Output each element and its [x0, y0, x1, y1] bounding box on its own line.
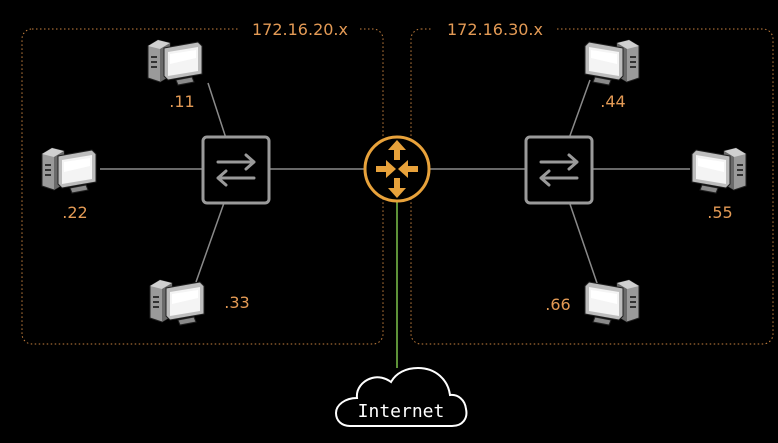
desktop-computer-icon — [147, 39, 203, 86]
host-label-33: .33 — [224, 293, 249, 312]
switch-icon — [524, 135, 594, 205]
subnet-label-right: 172.16.30.x — [447, 20, 543, 39]
host-33[interactable] — [149, 279, 205, 326]
desktop-computer-icon — [585, 280, 639, 325]
desktop-computer-icon — [585, 40, 639, 85]
router[interactable] — [363, 135, 431, 203]
switch-left[interactable] — [201, 135, 271, 205]
desktop-computer-icon — [41, 147, 97, 194]
host-55[interactable] — [692, 148, 746, 193]
desktop-computer-icon — [149, 279, 205, 326]
host-label-11: .11 — [169, 92, 194, 111]
host-label-22: .22 — [62, 203, 87, 222]
desktop-computer-icon — [692, 148, 746, 193]
subnet-label-left: 172.16.20.x — [252, 20, 348, 39]
host-44[interactable] — [585, 40, 639, 85]
host-label-55: .55 — [707, 203, 732, 222]
cloud-icon — [334, 366, 468, 427]
switch-right[interactable] — [524, 135, 594, 205]
router-icon — [363, 135, 431, 203]
host-label-44: .44 — [600, 92, 625, 111]
host-22[interactable] — [41, 147, 97, 194]
internet-cloud[interactable]: Internet — [334, 366, 468, 427]
cloud-label: Internet — [358, 401, 445, 422]
switch-icon — [201, 135, 271, 205]
host-66[interactable] — [585, 280, 639, 325]
host-label-66: .66 — [545, 295, 570, 314]
host-11[interactable] — [147, 39, 203, 86]
